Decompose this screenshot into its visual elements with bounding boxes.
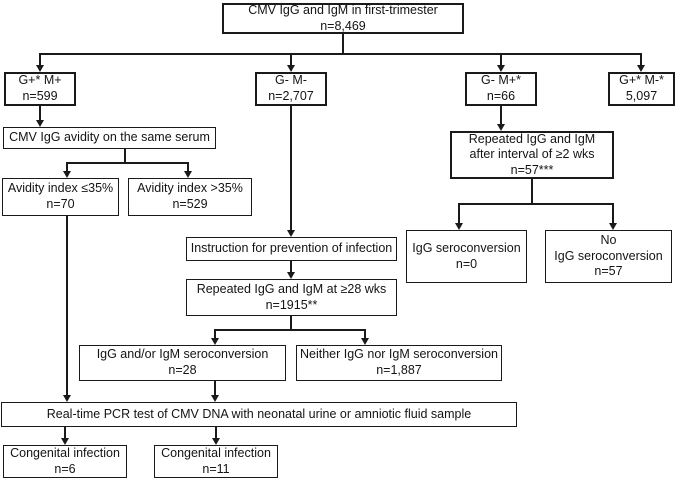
node-label: Avidity index >35% (137, 181, 243, 196)
node-no-igg-seroconversion: No IgG seroconversion n=57 (545, 230, 672, 283)
arrowhead-down (637, 65, 645, 72)
node-label: CMV IgG and IgM in first-trimester (248, 2, 438, 17)
node-label: IgG seroconversion (412, 240, 521, 255)
node-label: CMV IgG avidity on the same serum (9, 130, 210, 145)
node-label: Instruction for prevention of infection (190, 241, 393, 256)
node-label: Congenital infection (161, 445, 271, 460)
arrowhead-down (609, 223, 617, 230)
node-label: Congenital infection (10, 445, 120, 460)
node-label: No (600, 233, 617, 248)
connector-line (290, 261, 292, 273)
node-repeat-28wks: Repeated IgG and IgM at ≥28 wks n=1915** (186, 279, 397, 316)
node-label: IgG and/or IgM seroconversion (96, 347, 269, 362)
node-label: G+* M-* (619, 73, 664, 88)
connector-line (214, 329, 366, 331)
arrowhead-down (63, 395, 71, 402)
node-gneg-mneg: G- M- n=2,707 (255, 72, 327, 106)
node-count: n=599 (22, 89, 58, 103)
connector-line (531, 179, 533, 203)
connector-line (364, 329, 366, 339)
arrowhead-down (211, 338, 219, 345)
node-count: n=0 (455, 256, 478, 271)
node-count: n=66 (486, 89, 516, 103)
connector-line (214, 329, 216, 339)
node-count: n=2,707 (268, 89, 314, 103)
connector-line (39, 53, 41, 66)
connector-line (66, 162, 189, 164)
arrowhead-down (211, 395, 219, 402)
arrowhead-down (63, 171, 71, 178)
connector-line (342, 34, 344, 55)
node-label: Repeated IgG and IgM at ≥28 wks (196, 281, 387, 296)
connector-line (215, 427, 217, 439)
arrowhead-down (497, 124, 505, 131)
node-count: n=28 (168, 363, 197, 377)
arrowhead-down (287, 65, 295, 72)
connector-line (214, 381, 216, 396)
node-count: 5,097 (625, 89, 658, 103)
node-congenital-infection-11: Congenital infection n=11 (154, 445, 278, 478)
node-count: n=70 (46, 197, 75, 211)
node-label: IgG seroconversion (554, 248, 663, 263)
connector-line (290, 53, 292, 66)
node-label: after interval of ≥2 wks (469, 147, 595, 162)
node-count: n=57*** (510, 162, 554, 177)
node-repeat-2wks: Repeated IgG and IgM after interval of ≥… (450, 131, 614, 179)
connector-line (640, 53, 642, 66)
node-avidity-test: CMV IgG avidity on the same serum (3, 127, 216, 149)
node-gpos-mneg: G+* M-* 5,097 (608, 72, 675, 106)
arrowhead-down (184, 171, 192, 178)
node-avidity-low: Avidity index ≤35% n=70 (2, 178, 119, 216)
node-congenital-infection-6: Congenital infection n=6 (3, 445, 127, 478)
node-avidity-high: Avidity index >35% n=529 (128, 178, 252, 216)
connector-line (458, 203, 460, 224)
node-label: G- M- (275, 73, 307, 88)
connector-line (66, 162, 68, 172)
arrowhead-down (361, 338, 369, 345)
connector-line (500, 106, 502, 125)
connector-line (39, 53, 642, 55)
arrowhead-down (455, 223, 463, 230)
arrowhead-down (287, 272, 295, 279)
node-label: G+* M+ (18, 73, 62, 88)
node-pcr-test: Real-time PCR test of CMV DNA with neona… (1, 402, 517, 427)
connector-line (66, 216, 68, 396)
connector-line (458, 203, 614, 205)
connector-line (500, 53, 502, 66)
node-label: Repeated IgG and IgM (468, 131, 596, 146)
connector-line (39, 106, 41, 121)
node-label: G- M+* (481, 73, 521, 88)
node-count: n=57 (594, 264, 623, 279)
node-igg-seroconversion: IgG seroconversion n=0 (406, 230, 527, 283)
node-igg-igm-seroconversion: IgG and/or IgM seroconversion n=28 (79, 345, 286, 381)
arrowhead-down (497, 65, 505, 72)
connector-line (124, 149, 126, 164)
connector-line (187, 162, 189, 172)
arrowhead-down (212, 438, 220, 445)
node-label: Neither IgG nor IgM seroconversion (299, 347, 498, 362)
node-count: n=6 (54, 461, 76, 476)
node-gpos-mpos: G+* M+ n=599 (4, 72, 76, 106)
connector-line (290, 316, 292, 329)
node-count: n=529 (172, 197, 208, 211)
node-count: n=11 (202, 461, 230, 476)
node-gneg-mpos: G- M+* n=66 (465, 72, 537, 106)
connector-line (64, 427, 66, 439)
arrowhead-down (61, 438, 69, 445)
connector-line (290, 106, 292, 231)
arrowhead-down (36, 65, 44, 72)
node-label: Real-time PCR test of CMV DNA with neona… (46, 406, 472, 421)
arrowhead-down (287, 230, 295, 237)
arrowhead-down (36, 120, 44, 127)
node-count: n=1915** (265, 297, 318, 312)
node-label: Avidity index ≤35% (7, 181, 114, 196)
node-cmv-first-trimester: CMV IgG and IgM in first-trimester n=8,4… (222, 3, 464, 34)
node-count: n=8,469 (320, 18, 366, 33)
node-instruction: Instruction for prevention of infection (186, 237, 397, 261)
connector-line (612, 203, 614, 224)
node-count: n=1,887 (376, 363, 422, 377)
node-neither-seroconversion: Neither IgG nor IgM seroconversion n=1,8… (296, 345, 502, 381)
